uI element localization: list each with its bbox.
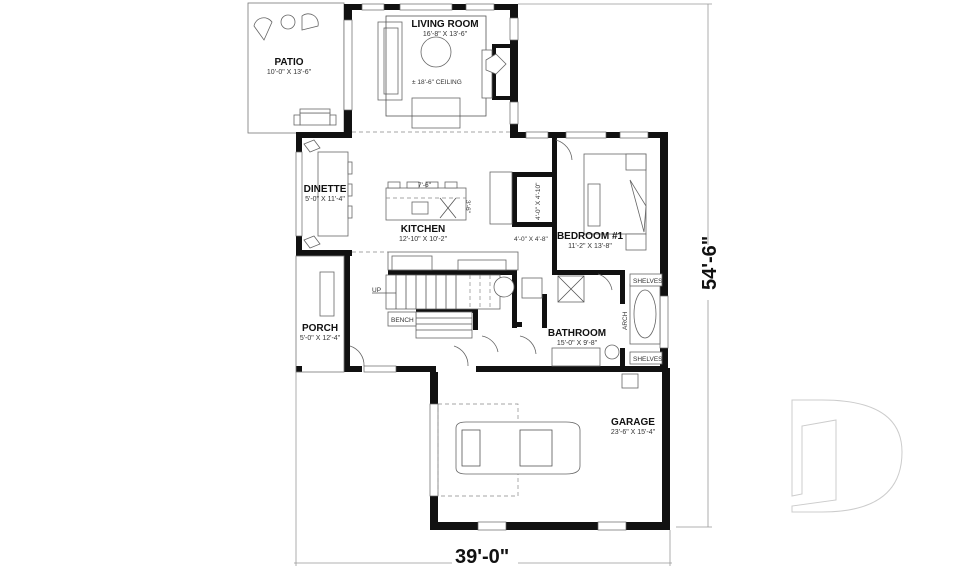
island-depth: 3'-6" [464,200,471,214]
shelves-bottom-label: SHELVES [633,356,663,363]
porch-outline [295,255,345,373]
patio-dining-set [293,108,337,126]
room-name-bedroom-1: BEDROOM #1 [557,231,624,242]
room-size-bathroom: 15'-0" X 9'-8" [557,340,598,347]
brand-logo-icon [791,399,903,513]
stairs-up-label: UP [372,287,381,294]
dimension-lines [294,3,712,566]
doors [349,273,613,367]
annotations: ± 18'-6" CEILING 7'-6" 3'-6" 4'-0" X 4'-… [372,79,663,365]
bench-label: BENCH [391,317,414,324]
shelves-top-label: SHELVES [633,278,663,285]
garage-car [437,403,581,497]
island-length: 7'-6" [418,182,432,189]
stairs [372,274,515,339]
room-name-living-room: LIVING ROOM [411,19,478,30]
room-name-dinette: DINETTE [304,184,347,195]
closet-a-size: 4'-0" X 4'-10" [535,182,542,220]
bathroom-furniture [521,275,661,389]
overall-width: 39'-0" [455,546,509,568]
room-name-bathroom: BATHROOM [548,328,606,339]
room-name-porch: PORCH [302,323,338,334]
living-room-furniture [352,15,510,133]
ceiling-note: ± 18'-6" CEILING [412,79,462,86]
windows [295,3,669,531]
room-size-garage: 23'-6" X 15'-4" [611,429,656,436]
room-name-patio: PATIO [274,57,303,68]
closet-b-size: 4'-0" X 4'-8" [514,236,549,243]
room-size-dinette: 5'-0" X 11'-4" [305,196,345,203]
room-size-kitchen: 12'-10" X 10'-2" [399,236,448,243]
room-name-kitchen: KITCHEN [401,224,445,235]
patio-chair [253,13,319,41]
bedroom-furniture [555,139,647,251]
room-size-porch: 5'-0" X 12'-4" [300,335,341,342]
overall-depth: 54'-6" [699,236,721,290]
room-size-patio: 10'-0" X 13'-6" [267,69,312,76]
arch-label: ARCH [622,311,629,330]
porch-bench [319,271,335,317]
room-name-garage: GARAGE [611,417,655,428]
dinette-furniture [303,139,353,249]
patio [247,2,345,134]
kitchen-furniture [352,171,519,271]
room-labels: LIVING ROOM 16'-8" X 13'-6" PATIO 10'-0"… [267,19,656,436]
room-size-living-room: 16'-8" X 13'-6" [423,31,468,38]
room-size-bedroom-1: 11'-2" X 13'-8" [568,243,612,250]
